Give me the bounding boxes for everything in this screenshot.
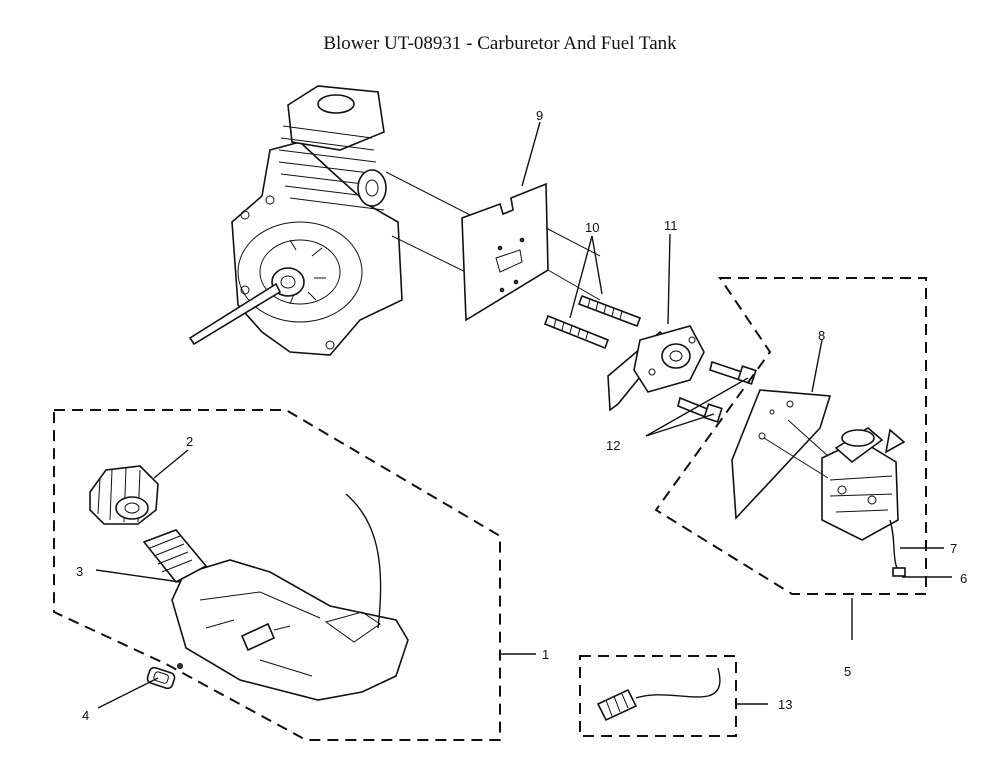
carburetor-assembly [763,419,906,577]
callout-4: 4 [82,708,89,723]
grommet-part-4 [146,663,183,690]
fuel-tank-group-box [53,409,501,741]
gasket-part-9 [461,182,601,322]
fuel-cap-part-2 [89,465,159,525]
insulator-part-11 [607,325,705,412]
callout-3: 3 [76,564,83,579]
engine-assembly [188,85,483,356]
callout-11: 11 [664,218,678,233]
callout-7: 7 [950,541,957,556]
callout-1: 1 [542,647,549,662]
callout-8: 8 [818,328,825,343]
callout-labels: 9 10 11 12 8 2 3 4 1 5 7 6 13 [76,108,967,723]
carburetor-group-box [654,277,927,595]
callout-13: 13 [778,697,792,712]
fuel-tank-part-3 [142,493,409,701]
callout-6: 6 [960,571,967,586]
callout-2: 2 [186,434,193,449]
callout-5: 5 [844,664,851,679]
callout-9: 9 [536,108,543,123]
diagram-title: Blower UT-08931 - Carburetor And Fuel Ta… [323,33,677,54]
callout-12: 12 [606,438,620,453]
callout-10: 10 [585,220,599,235]
plate-part-8 [731,389,832,520]
leader-lines [95,121,952,709]
long-screws-part-10 [543,294,642,350]
fuel-line-kit-box [579,655,737,737]
